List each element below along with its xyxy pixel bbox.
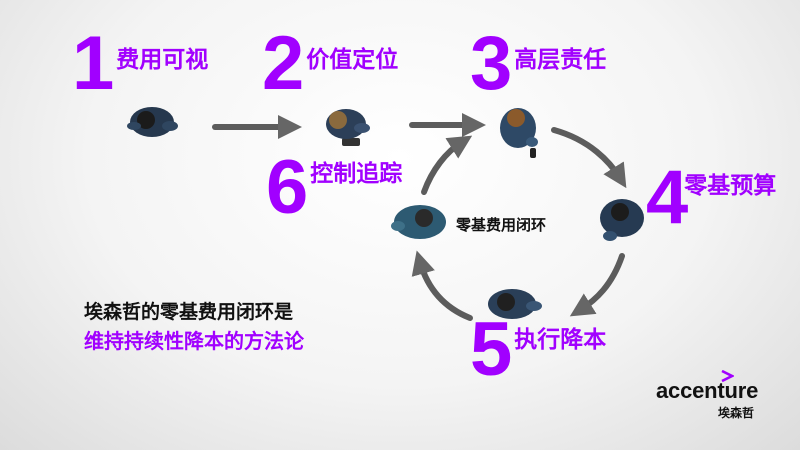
step-5-label: 执行降本	[514, 320, 606, 354]
step-2: 2价值定位	[262, 26, 398, 102]
tagline: 埃森哲的零基费用闭环是 维持持续性降本的方法论	[84, 298, 304, 356]
step-3-number: 3	[470, 26, 512, 102]
arrow-3-to-4	[554, 130, 620, 178]
step-2-label: 价值定位	[306, 40, 398, 74]
person-top-icon-4	[592, 190, 652, 248]
arrow-6-to-3	[424, 142, 462, 192]
arrow-5-to-6	[420, 262, 470, 318]
tagline-line-1: 埃森哲的零基费用闭环是	[84, 298, 304, 326]
step-1-number: 1	[72, 26, 114, 102]
brand-logo: accenture 埃森哲	[656, 378, 776, 421]
step-4-number: 4	[646, 160, 688, 236]
step-2-number: 2	[262, 26, 304, 102]
loop-label: 零基费用闭环	[456, 214, 546, 235]
person-top-icon-3	[492, 98, 548, 154]
person-top-icon-1	[122, 96, 182, 144]
step-4: 4零基预算	[646, 160, 776, 236]
step-6-number: 6	[266, 150, 308, 226]
step-1-label: 费用可视	[116, 40, 208, 74]
step-5-number: 5	[470, 312, 512, 388]
brand-sub: 埃森哲	[656, 404, 776, 421]
brand-name: accenture	[656, 378, 776, 404]
step-3: 3高层责任	[470, 26, 606, 102]
step-6: 6控制追踪	[266, 150, 402, 226]
step-6-label: 控制追踪	[310, 154, 402, 188]
step-5: 5执行降本	[470, 312, 606, 388]
step-3-label: 高层责任	[514, 40, 606, 74]
arrow-4-to-5	[580, 256, 622, 310]
person-top-icon-2	[318, 100, 376, 146]
step-1: 1费用可视	[72, 26, 208, 102]
step-4-label: 零基预算	[684, 166, 776, 200]
tagline-line-2: 维持持续性降本的方法论	[84, 326, 304, 356]
